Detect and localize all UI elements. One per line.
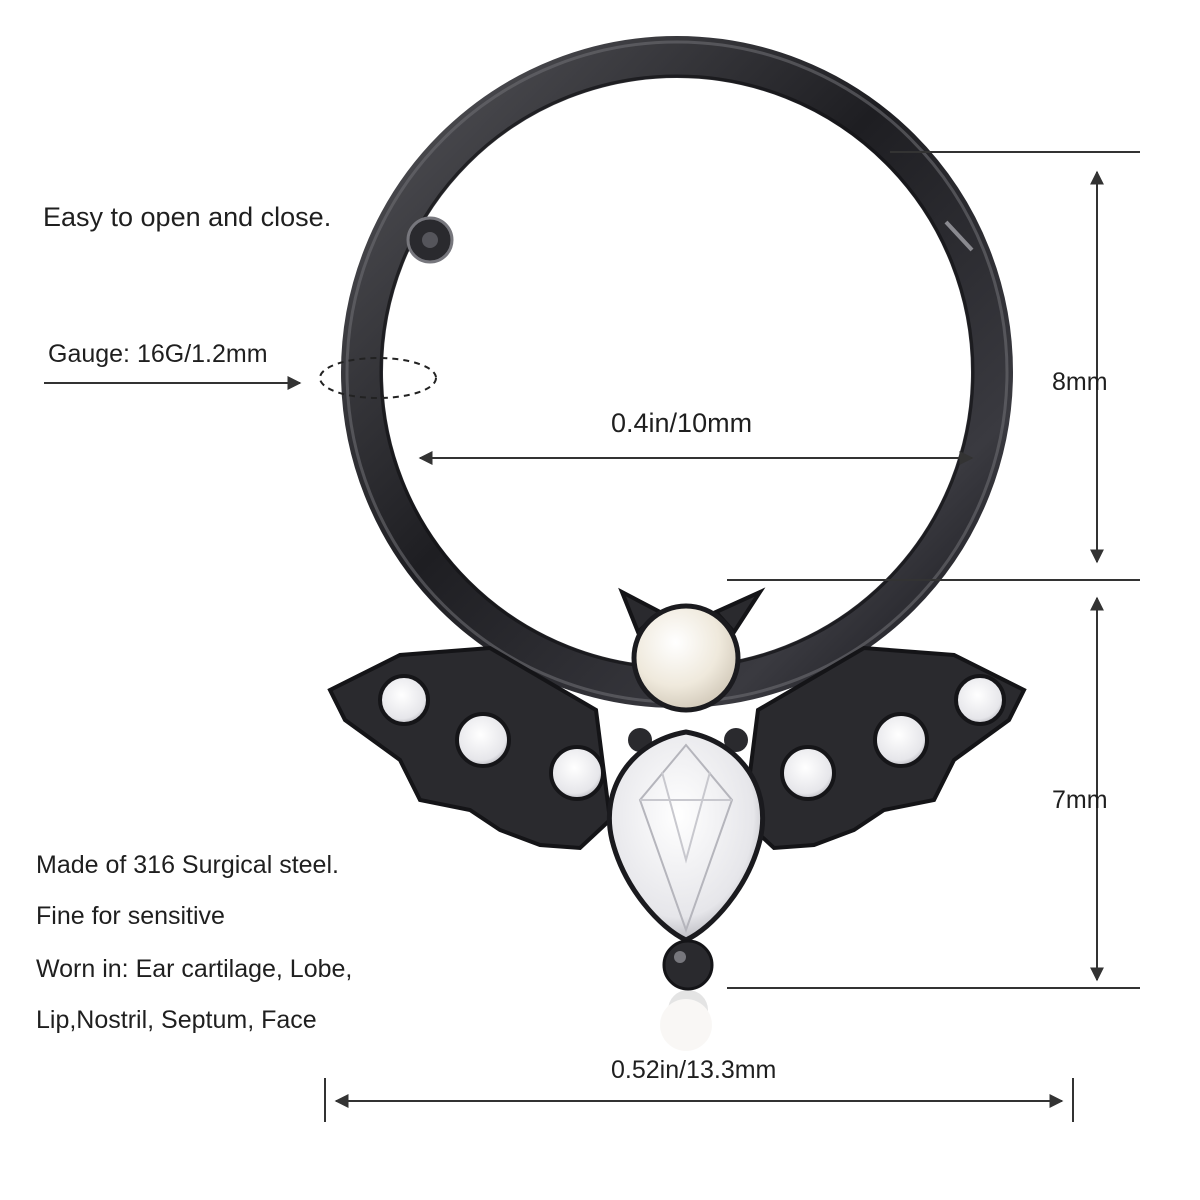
feature-worn-in: Worn in: Ear cartilage, Lobe, — [36, 955, 353, 983]
open-close-label: Easy to open and close. — [43, 202, 332, 232]
total-width-label: 0.52in/13.3mm — [611, 1056, 777, 1084]
charm-height-label: 7mm — [1052, 786, 1108, 814]
dimension-lines — [44, 151, 1140, 1122]
hoop-ring — [341, 36, 1013, 708]
feature-worn-in-continued: Lip,Nostril, Septum, Face — [36, 1006, 317, 1034]
teardrop-stone — [606, 729, 766, 943]
ring-height-label: 8mm — [1052, 368, 1108, 396]
bat-charm — [327, 587, 1027, 991]
gauge-label: Gauge: 16G/1.2mm — [48, 340, 268, 368]
feature-material: Made of 316 Surgical steel. — [36, 851, 339, 879]
gauge-indicator — [319, 357, 437, 399]
pearl-head — [631, 603, 741, 713]
reflection — [660, 990, 712, 1051]
inner-diameter-label: 0.4in/10mm — [611, 408, 753, 438]
wing-stones — [378, 674, 1006, 801]
end-ball — [662, 939, 714, 991]
feature-sensitive: Fine for sensitive — [36, 902, 225, 930]
hinge-icon — [406, 216, 974, 264]
